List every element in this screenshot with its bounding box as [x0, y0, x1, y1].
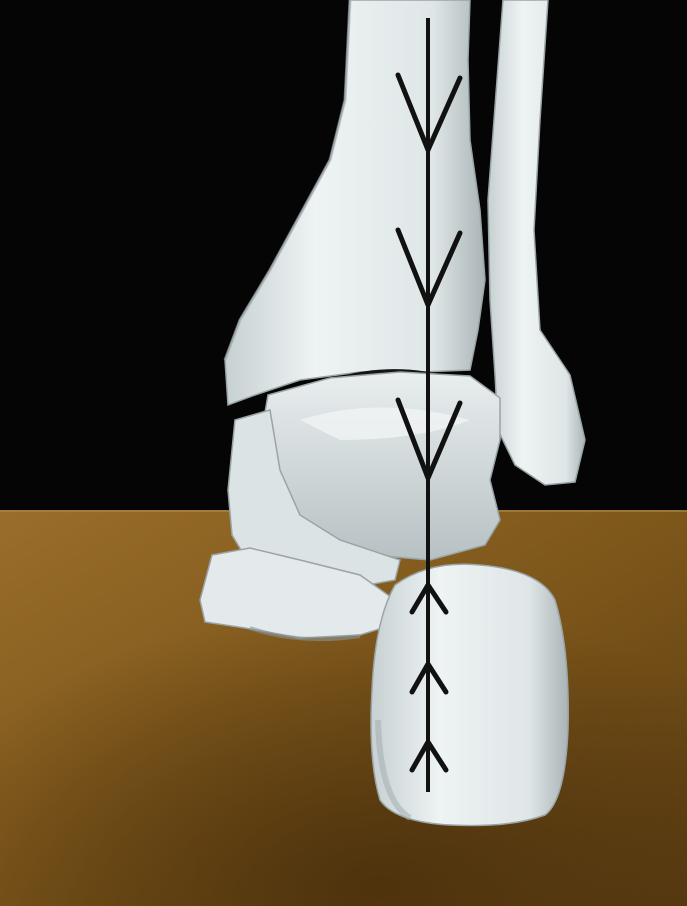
calcaneus-bone: [371, 564, 568, 825]
